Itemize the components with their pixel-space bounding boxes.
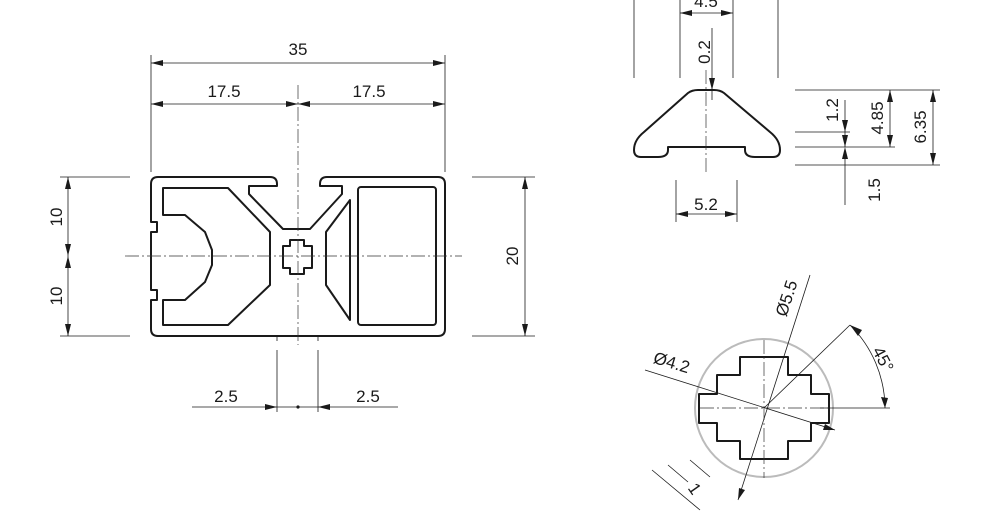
profile-center-bore — [282, 239, 313, 275]
label-17-5-right: 17.5 — [352, 82, 385, 101]
label-1-2: 1.2 — [823, 98, 842, 122]
dimension-halves: 17.5 17.5 — [151, 82, 445, 107]
bore-outline — [698, 356, 830, 460]
bore-detail: Ø4.2 Ø5.5 45° 1 — [644, 274, 897, 511]
label-2-5-right: 2.5 — [356, 387, 380, 406]
label-angle-45: 45° — [868, 344, 897, 376]
slot-outline — [633, 89, 781, 158]
dimension-slot-bottom: 2.5 2.5 — [192, 350, 398, 412]
label-dia-5-5: Ø5.5 — [772, 278, 801, 319]
label-1-5: 1.5 — [865, 178, 884, 202]
label-20: 20 — [503, 247, 522, 266]
label-dia-4-2: Ø4.2 — [651, 348, 692, 377]
profile-left-chamber — [162, 187, 271, 326]
label-35: 35 — [289, 40, 308, 59]
dimension-width-total: 35 — [150, 40, 446, 172]
label-4-5: 4.5 — [694, 0, 718, 11]
profile-center-web — [325, 199, 351, 321]
profile-outline — [150, 176, 446, 337]
label-0-2: 0.2 — [695, 40, 714, 64]
dimension-height-total: 20 — [472, 176, 535, 337]
label-10-upper: 10 — [47, 208, 66, 227]
dimension-height-left: 10 10 — [47, 176, 130, 337]
slot-detail: 4.5 0.2 1.2 4.85 6.35 1.5 — [633, 0, 940, 222]
label-17-5-left: 17.5 — [207, 82, 240, 101]
label-4-85: 4.85 — [868, 101, 887, 134]
label-6-35: 6.35 — [911, 110, 930, 143]
label-10-lower: 10 — [47, 287, 66, 306]
label-2-5-left: 2.5 — [214, 387, 238, 406]
label-5-2: 5.2 — [694, 195, 718, 214]
label-1: 1 — [684, 480, 705, 499]
profile-bottom-slot — [276, 336, 319, 341]
